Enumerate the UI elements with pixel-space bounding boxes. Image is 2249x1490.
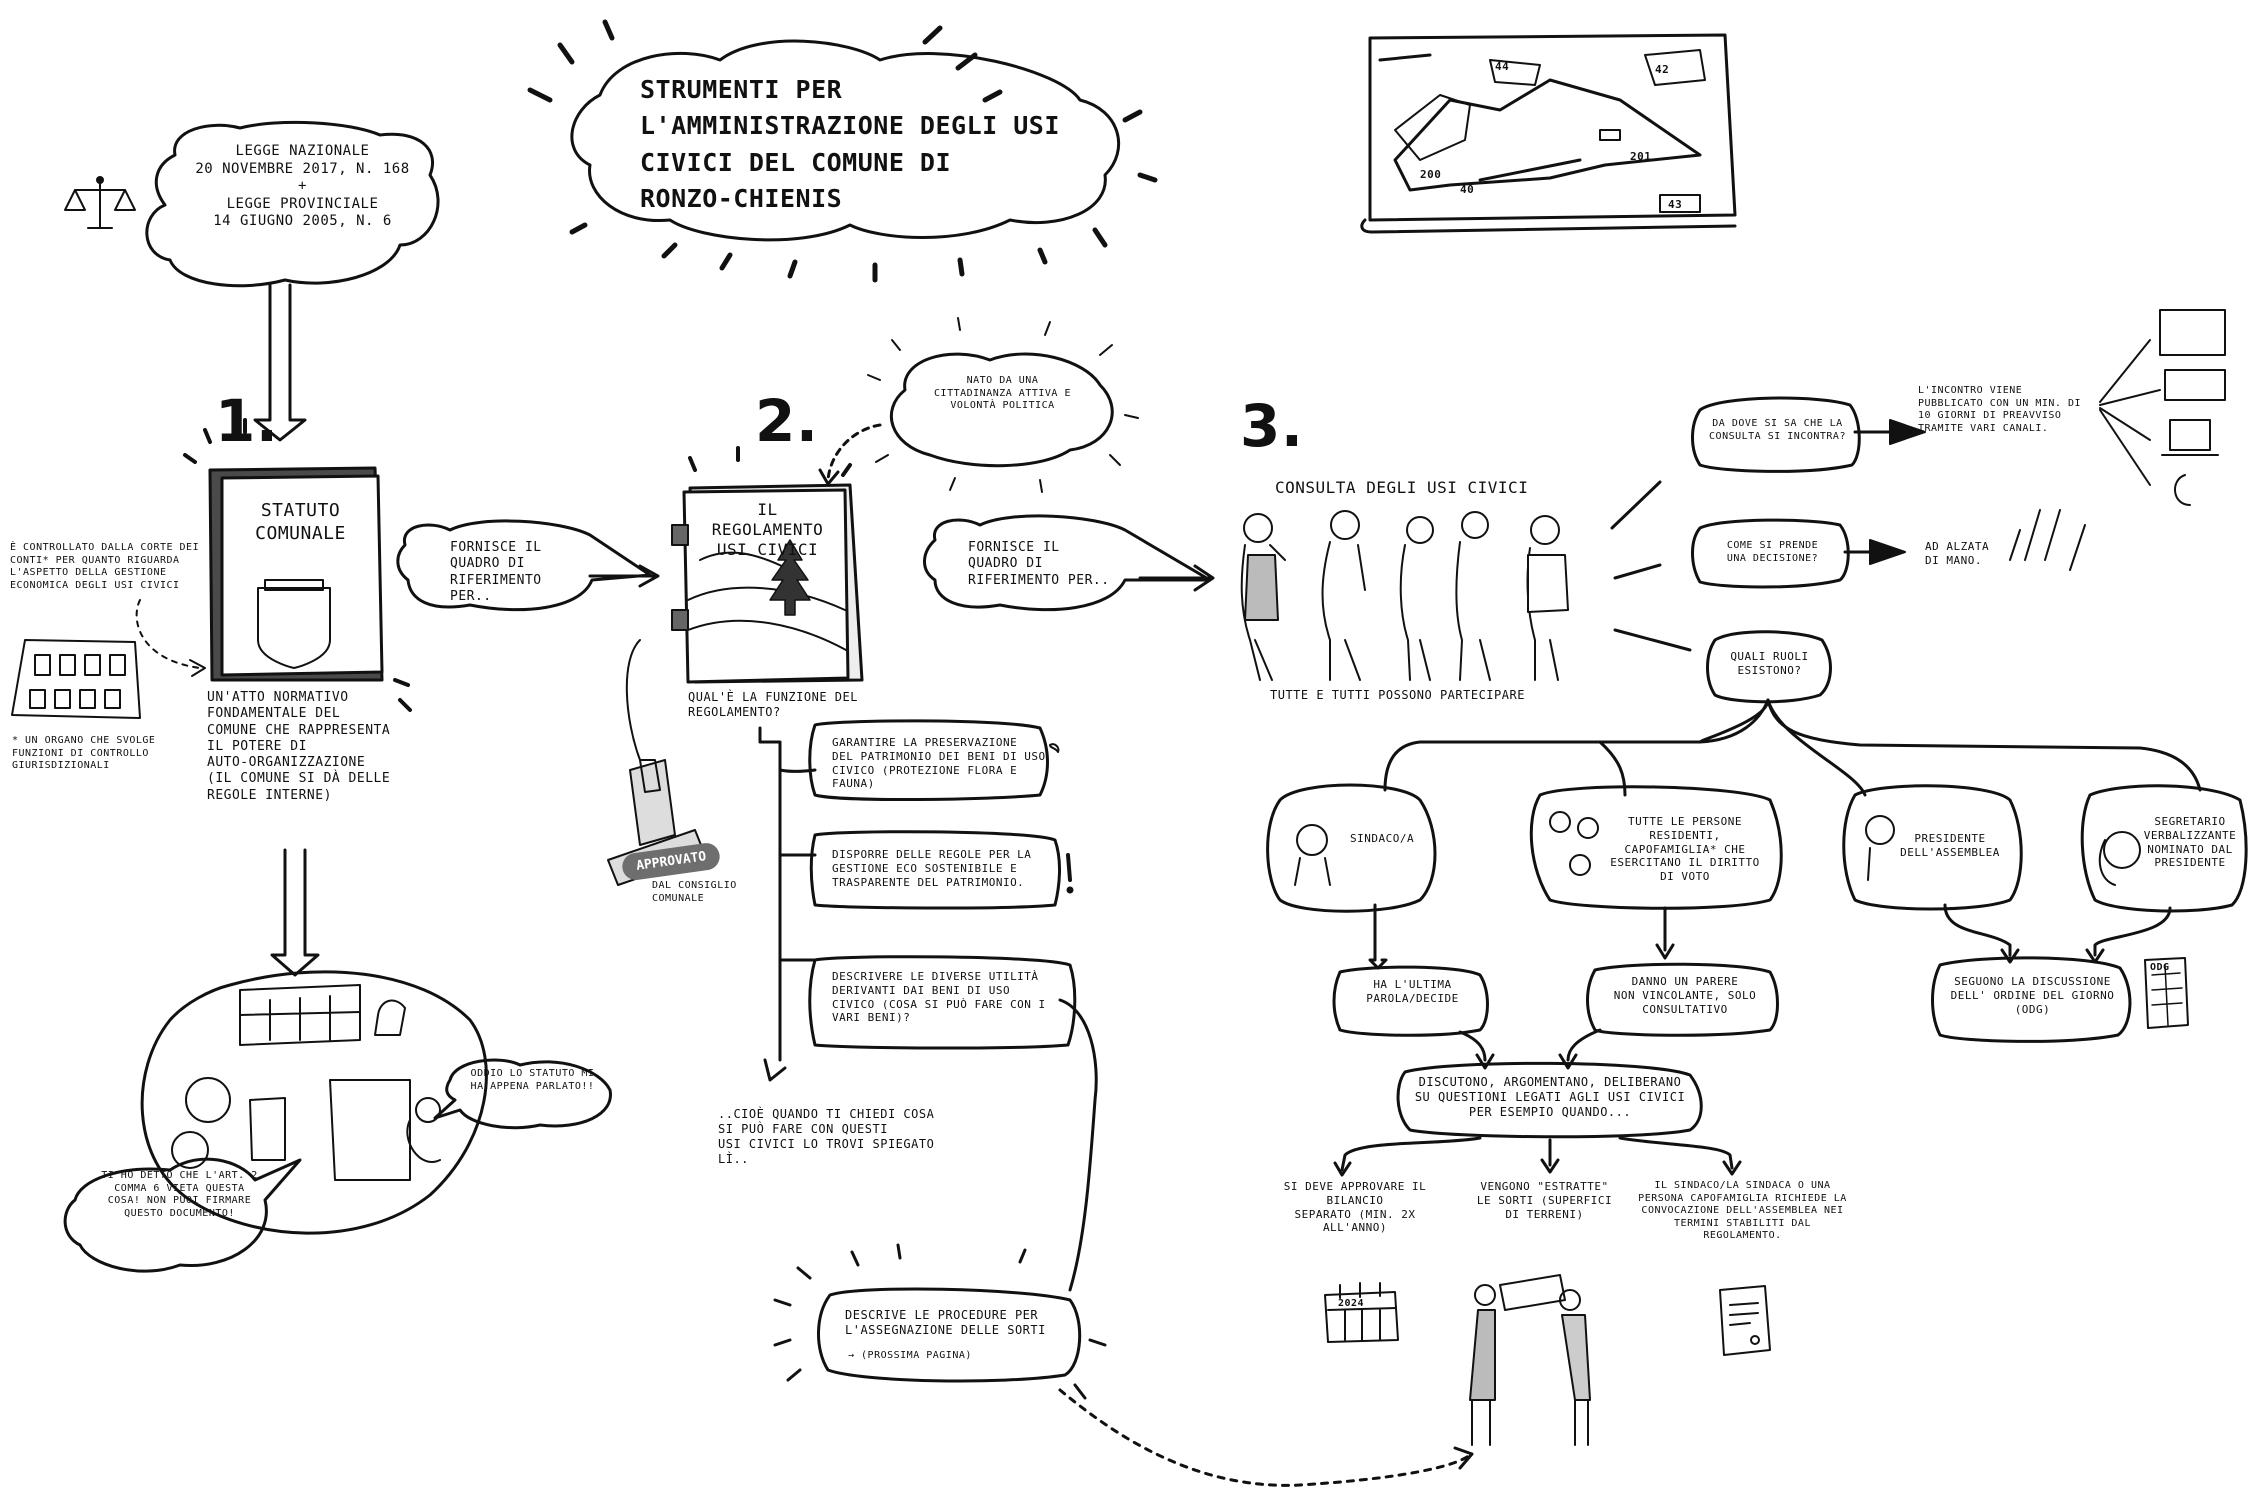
action-decide-bubble <box>1332 965 1495 1070</box>
step2-number: 2. <box>755 387 819 455</box>
regolamento-book <box>671 446 864 684</box>
people-group <box>1240 510 1569 681</box>
role-action-arrows <box>1368 903 2172 970</box>
court-dashed-arrow <box>135 599 201 669</box>
function-question: QUAL'È LA FUNZIONE DEL REGOLAMENTO? <box>688 690 858 719</box>
q-roles-bubble <box>1706 630 1832 704</box>
bubble-art2-warning-text: TI HO DETTO CHE L'ART. 2 COMMA 6 VIETA Q… <box>101 1170 258 1219</box>
action-parere-bubble <box>1558 962 1779 1070</box>
discuss-text: DISCUTONO, ARGOMENTANO, DELIBERANO SU QU… <box>1414 1075 1686 1119</box>
q-decide-bubble <box>1691 518 1906 589</box>
procedures-text: DESCRIVE LE PROCEDURE PER L'ASSEGNAZIONE… <box>845 1308 1046 1337</box>
court-footnote: * UN ORGANO CHE SVOLGE FUNZIONI DI CONTR… <box>12 735 156 771</box>
map-label: 42 <box>1655 63 1670 76</box>
role-sindaco-bubble <box>1266 783 1437 913</box>
role-presidente: PRESIDENTE DELL'ASSEMBLEA <box>1900 832 2000 859</box>
court-note: È CONTROLLATO DALLA CORTE DEI CONTI* PER… <box>10 542 200 591</box>
action-decide: HA L'ULTIMA PAROLA/DECIDE <box>1366 978 1459 1005</box>
map-label: 200 <box>1420 168 1442 181</box>
q-decide-text: COME SI PRENDE UNA DECISIONE? <box>1726 540 1819 564</box>
odg-label: ODG <box>2150 962 2170 973</box>
map-label: 43 <box>1668 198 1683 211</box>
functions-tree <box>758 719 1098 1292</box>
regolamento-title: IL REGOLAMENTO USI CIVICI <box>711 500 824 559</box>
line-roles <box>1613 628 1692 652</box>
step1-down-arrow <box>270 848 320 977</box>
q-roles-text: QUALI RUOLI ESISTONO? <box>1730 650 1809 677</box>
action-odg: SEGUONO LA DISCUSSIONE DELL' ORDINE DEL … <box>1950 975 2115 1016</box>
role-sindaco: SINDACO/A <box>1350 832 1415 845</box>
hands-icon <box>2009 509 2086 571</box>
role-presidente-bubble <box>1842 784 2023 911</box>
discuss-bubble <box>1333 1061 1742 1177</box>
people-map-icon <box>1469 1274 1591 1446</box>
function-item: DESCRIVERE LE DIVERSE UTILITÀ DERIVANTI … <box>832 970 1046 1025</box>
roles-tree <box>1383 698 2202 797</box>
origin-note: NATO DA UNA CITTADINANZA ATTIVA E VOLONT… <box>934 375 1071 411</box>
example-item: IL SINDACO/LA SINDACA O UNA PERSONA CAPO… <box>1638 1180 1847 1241</box>
q-where-bubble <box>1691 396 1926 473</box>
bubble-statuto-spoke <box>433 1058 612 1130</box>
calendar-year: 2024 <box>1338 1298 1365 1309</box>
bubble-statuto-spoke-text: ODDIO LO STATUTO MI HA APPENA PARLATO!! <box>470 1068 595 1092</box>
law-cloud <box>145 120 440 442</box>
statuto-description: UN'ATTO NORMATIVO FONDAMENTALE DEL COMUN… <box>207 690 391 803</box>
bubble-art2-warning <box>63 1157 302 1273</box>
scales-icon <box>64 176 136 229</box>
everyone-caption: TUTTE E TUTTI POSSONO PARTECIPARE <box>1270 688 1525 702</box>
a-where-text: L'INCONTRO VIENE PUBBLICATO CON UN MIN. … <box>1918 385 2082 434</box>
step1-provides: FORNISCE IL QUADRO DI RIFERIMENTO PER.. <box>450 540 542 604</box>
line-decide <box>1613 563 1662 580</box>
office-scene <box>140 970 488 1235</box>
q-where-text: DA DOVE SI SA CHE LA CONSULTA SI INCONTR… <box>1709 418 1846 442</box>
building-icon <box>11 639 141 719</box>
procedures-box <box>773 1243 1474 1487</box>
function-summary: ..CIOÈ QUANDO TI CHIEDI COSA SI PUÒ FARE… <box>718 1107 935 1166</box>
calendar-icon <box>1324 1282 1399 1343</box>
role-segretario-bubble <box>2080 784 2248 913</box>
origin-cloud <box>818 317 1139 493</box>
line-where <box>1610 480 1662 530</box>
map-drawing <box>1360 33 1737 234</box>
role-segretario: SEGRETARIO VERBALIZZANTE NOMINATO DAL PR… <box>2143 815 2237 870</box>
page-title: STRUMENTI PER L'AMMINISTRAZIONE DEGLI US… <box>640 75 1060 213</box>
title-cloud <box>527 19 1158 283</box>
function-item: DISPORRE DELLE REGOLE PER LA GESTIONE EC… <box>832 848 1032 889</box>
approved-by: DAL CONSIGLIO COMUNALE <box>652 880 737 904</box>
role-residenti-bubble <box>1529 785 1783 910</box>
consulta-title: CONSULTA DEGLI USI CIVICI <box>1275 478 1529 497</box>
example-item: SI DEVE APPROVARE IL BILANCIO SEPARATO (… <box>1283 1180 1427 1235</box>
statuto-book <box>183 418 412 712</box>
law-text: LEGGE NAZIONALE 20 NOVEMBRE 2017, N. 168… <box>195 143 410 229</box>
law-down-arrow <box>253 283 307 442</box>
step2-provides-bubble <box>923 514 1215 612</box>
a-decide-text: AD ALZATA DI MANO. <box>1925 540 1990 567</box>
example-item: VENGONO "ESTRATTE" LE SORTI (SUPERFICI D… <box>1476 1180 1613 1221</box>
document-icon <box>1719 1285 1771 1356</box>
channels-lines <box>2099 309 2226 506</box>
action-parere: DANNO UN PARERE NON VINCOLANTE, SOLO CON… <box>1613 975 1757 1016</box>
action-odg-bubble <box>1931 956 2189 1043</box>
map-label: 40 <box>1460 183 1475 196</box>
step1-number: 1. <box>215 387 279 455</box>
step1-provides-bubble <box>396 519 660 612</box>
map-label: 44 <box>1495 60 1510 73</box>
step2-provides: FORNISCE IL QUADRO DI RIFERIMENTO PER.. <box>968 540 1110 588</box>
step3-number: 3. <box>1240 392 1304 460</box>
statuto-title: STATUTO COMUNALE <box>255 500 346 544</box>
map-label: 201 <box>1630 150 1652 163</box>
next-page-link[interactable]: → (PROSSIMA PAGINA) <box>848 1350 972 1361</box>
role-residenti: TUTTE LE PERSONE RESIDENTI, CAPOFAMIGLIA… <box>1610 815 1760 883</box>
function-item: GARANTIRE LA PRESERVAZIONE DEL PATRIMONI… <box>832 736 1046 791</box>
